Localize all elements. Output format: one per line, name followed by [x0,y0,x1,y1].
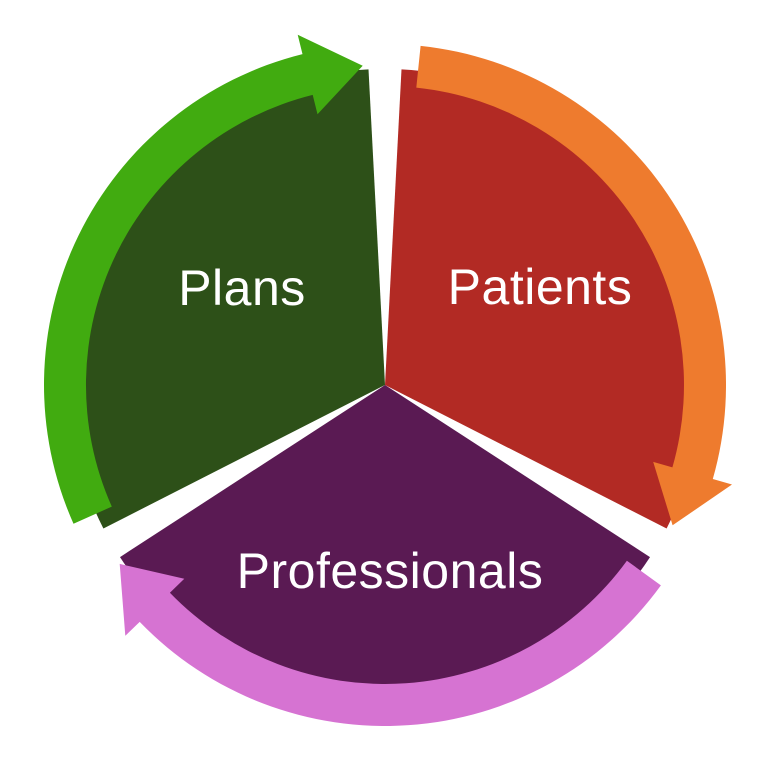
segment-label-patients: Patients [448,259,633,315]
segment-patients: Patients [385,45,732,529]
segment-plans: Plans [44,34,385,529]
segment-professionals: Professionals [119,385,661,727]
wedge-professionals [120,385,650,701]
arrow-plans [44,34,363,524]
segment-label-plans: Plans [178,260,306,316]
segment-label-professionals: Professionals [237,543,544,599]
arrow-patients [416,45,732,526]
arrow-professionals [119,560,661,727]
